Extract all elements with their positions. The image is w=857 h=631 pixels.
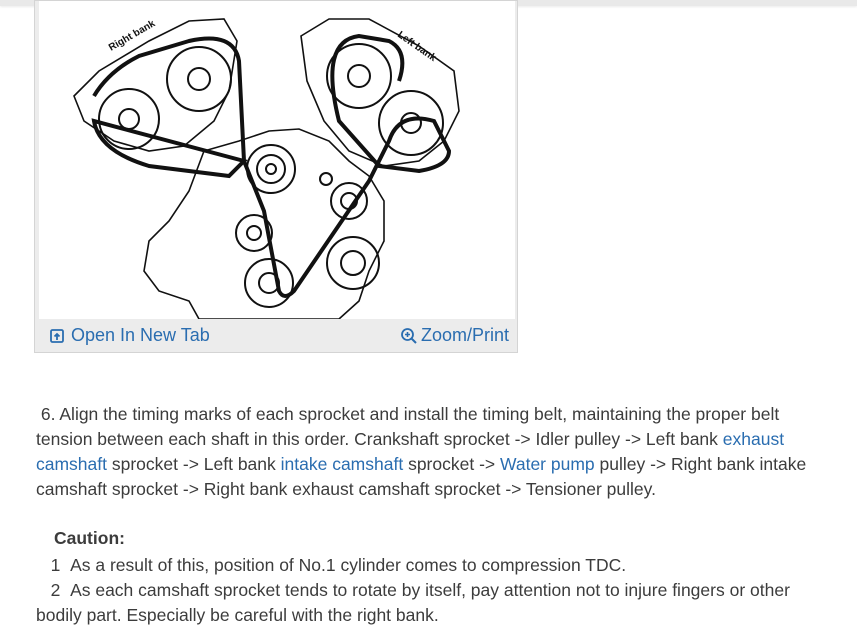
caution-item-2-text: As each camshaft sprocket tends to rotat… bbox=[36, 580, 790, 625]
caution-item-2: 2 As each camshaft sprocket tends to rot… bbox=[36, 578, 826, 628]
step-6-paragraph: 6. Align the timing marks of each sprock… bbox=[36, 402, 826, 502]
timing-belt-diagram: Right bank Left bank bbox=[39, 1, 515, 320]
step-number: 6. bbox=[40, 404, 56, 424]
step-text-1: Align the timing marks of each sprocket … bbox=[36, 404, 780, 449]
caution-item-1: 1 As a result of this, position of No.1 … bbox=[36, 553, 826, 578]
intake-camshaft-link[interactable]: intake camshaft bbox=[280, 454, 404, 474]
caution-item-1-text: As a result of this, position of No.1 cy… bbox=[70, 555, 627, 575]
open-in-new-tab-link[interactable]: Open In New Tab bbox=[49, 325, 210, 346]
open-in-new-tab-icon bbox=[49, 328, 65, 344]
water-pump-link[interactable]: Water pump bbox=[499, 454, 595, 474]
zoom-print-label: Zoom/Print bbox=[420, 325, 509, 345]
right-bank-label: Right bank bbox=[107, 18, 158, 54]
caution-item-1-number: 1 bbox=[50, 555, 61, 575]
step-text-4: pulley -> Right bank intake camshaft spr… bbox=[36, 454, 807, 499]
step-text-2: sprocket -> Left bank bbox=[107, 454, 281, 474]
figure-container: Right bank Left bank Open In New Tab Zoo… bbox=[34, 0, 518, 353]
exhaust-camshaft-link[interactable]: exhaust camshaft bbox=[36, 429, 785, 474]
zoom-in-icon bbox=[400, 327, 418, 345]
timing-belt-drawing: Right bank Left bank bbox=[73, 18, 460, 320]
step-text-3: sprocket -> bbox=[403, 454, 500, 474]
open-in-new-tab-label: Open In New Tab bbox=[71, 325, 210, 345]
caution-heading: Caution: bbox=[54, 528, 125, 548]
caution-item-2-number: 2 bbox=[50, 580, 61, 600]
zoom-print-link[interactable]: Zoom/Print bbox=[400, 325, 509, 346]
